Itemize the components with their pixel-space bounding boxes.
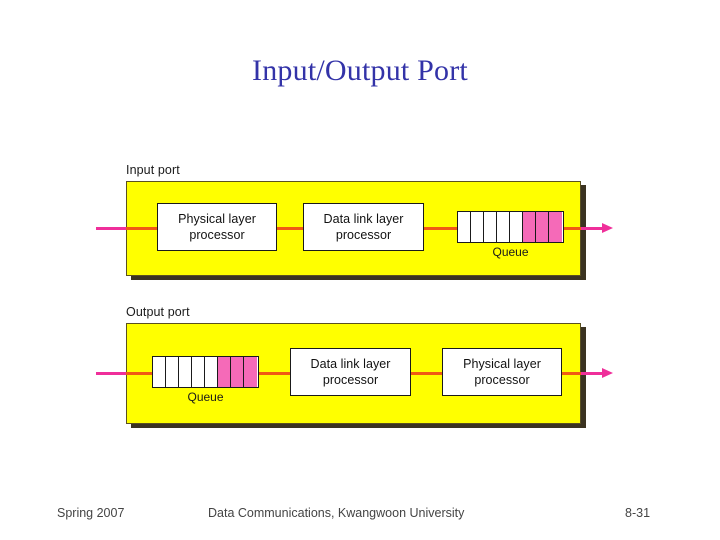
output-wire-dll-to-phy <box>410 372 442 375</box>
queue-cell-filled <box>231 357 244 387</box>
queue-cell-empty <box>192 357 205 387</box>
input-wire-to-phy <box>126 227 159 230</box>
queue-cell-empty <box>153 357 166 387</box>
input-wire-phy-to-dll <box>276 227 304 230</box>
output-egress-wire <box>581 372 605 375</box>
proc-line-1: Data link layer <box>310 356 391 371</box>
output-port-figure: Output port Queue Data link layer proces… <box>96 305 613 431</box>
output-ingress-wire <box>96 372 128 375</box>
output-wire-phy-to-edge <box>562 372 581 375</box>
footer-page-number: 8-31 <box>625 506 651 520</box>
input-queue-cells <box>457 211 564 243</box>
queue-cell-empty <box>179 357 192 387</box>
queue-cell-empty <box>484 212 497 242</box>
input-queue-group: Queue <box>457 211 564 259</box>
output-port-caption: Output port <box>126 305 190 319</box>
input-data-link-layer-processor: Data link layer processor <box>303 203 424 251</box>
input-wire-queue-to-edge <box>563 227 581 230</box>
output-physical-layer-processor: Physical layer processor <box>442 348 562 396</box>
queue-cell-empty <box>497 212 510 242</box>
queue-cell-filled <box>523 212 536 242</box>
queue-cell-empty <box>458 212 471 242</box>
proc-line-1: Data link layer <box>323 211 404 226</box>
output-queue-group: Queue <box>152 356 259 404</box>
footer-course: Data Communications, Kwangwoon Universit… <box>208 506 465 520</box>
proc-line-2: processor <box>335 228 392 242</box>
output-data-link-layer-processor: Data link layer processor <box>290 348 411 396</box>
queue-cell-filled <box>536 212 549 242</box>
queue-cell-empty <box>205 357 218 387</box>
queue-cell-filled <box>549 212 562 242</box>
output-wire-to-queue <box>126 372 154 375</box>
queue-cell-empty <box>166 357 179 387</box>
output-queue-cells <box>152 356 259 388</box>
proc-line-2: processor <box>474 373 530 387</box>
input-port-caption: Input port <box>126 163 180 177</box>
proc-line-2: processor <box>322 373 379 387</box>
input-queue-label: Queue <box>492 245 529 259</box>
output-wire-queue-to-dll <box>259 372 290 375</box>
input-physical-layer-processor: Physical layer processor <box>157 203 277 251</box>
proc-line-1: Physical layer <box>463 356 541 371</box>
input-ingress-wire <box>96 227 128 230</box>
queue-cell-empty <box>510 212 523 242</box>
queue-cell-filled <box>218 357 231 387</box>
input-egress-wire <box>581 227 605 230</box>
input-port-figure: Input port Physical layer processor Data… <box>96 163 613 283</box>
proc-line-1: Physical layer <box>178 211 256 226</box>
queue-cell-empty <box>471 212 484 242</box>
page-title: Input/Output Port <box>252 54 468 87</box>
input-egress-arrow-icon <box>602 223 613 233</box>
queue-cell-filled <box>244 357 257 387</box>
output-egress-arrow-icon <box>602 368 613 378</box>
input-wire-dll-to-queue <box>423 227 457 230</box>
footer-term: Spring 2007 <box>57 506 125 520</box>
output-queue-label: Queue <box>187 390 224 404</box>
proc-line-2: processor <box>189 228 245 242</box>
